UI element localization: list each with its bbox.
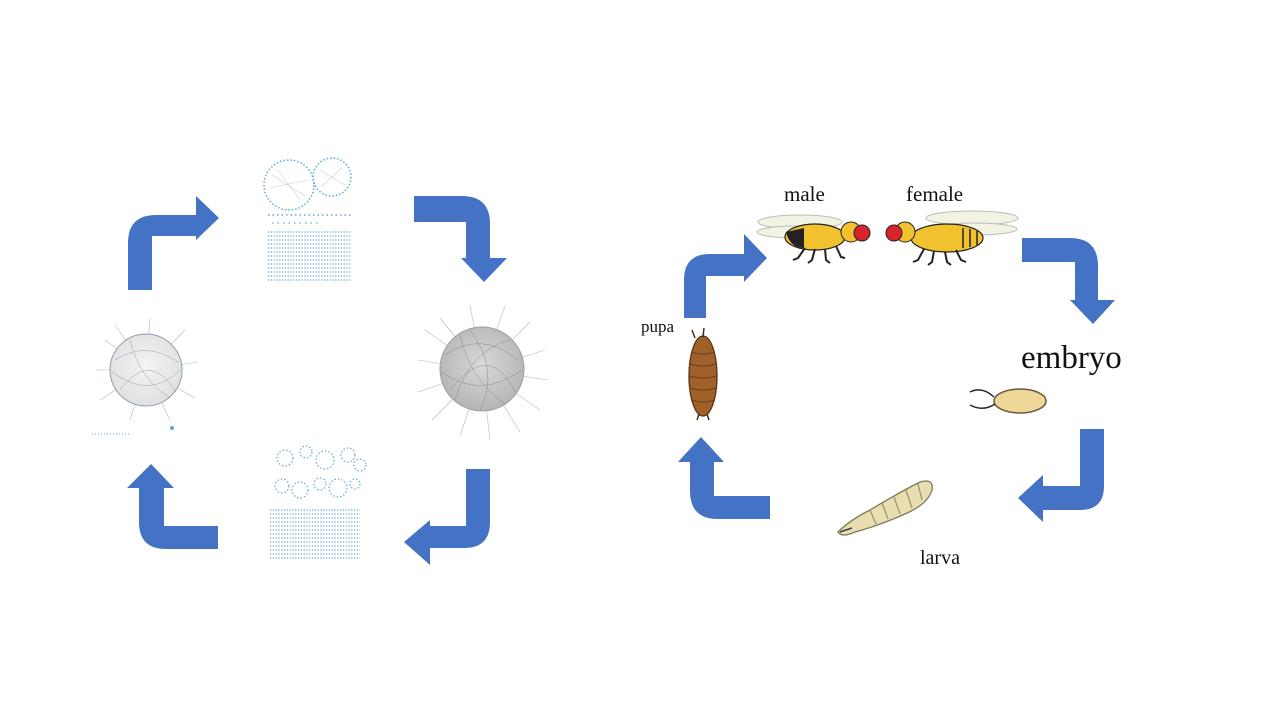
arrow-top-left [128,196,219,290]
label-larva: larva [920,547,960,569]
arrow-bottom-right [404,469,490,565]
arrow-pupa-to-adult [684,234,767,318]
network-cluster-top-icon [263,157,352,281]
right-cycle [678,210,1115,536]
arrow-adult-to-embryo [1022,238,1115,324]
arrow-larva-to-pupa [678,437,770,519]
label-embryo: embryo [1021,340,1122,376]
embryo-icon [969,388,1047,414]
arrow-embryo-to-larva [1018,429,1104,522]
label-male: male [784,182,825,206]
male-fly-icon [756,214,871,264]
pupa-icon [688,327,718,421]
dense-network-ball-icon [417,304,549,441]
sparse-network-ball-icon [92,317,199,435]
label-pupa: pupa [641,317,675,336]
arrow-top-right [414,196,507,282]
network-cluster-bottom-icon [270,445,367,559]
larva-icon [837,480,933,536]
female-fly-icon [885,210,1019,266]
label-female: female [906,182,964,206]
arrow-bottom-left [127,464,218,549]
left-cycle [92,157,549,565]
